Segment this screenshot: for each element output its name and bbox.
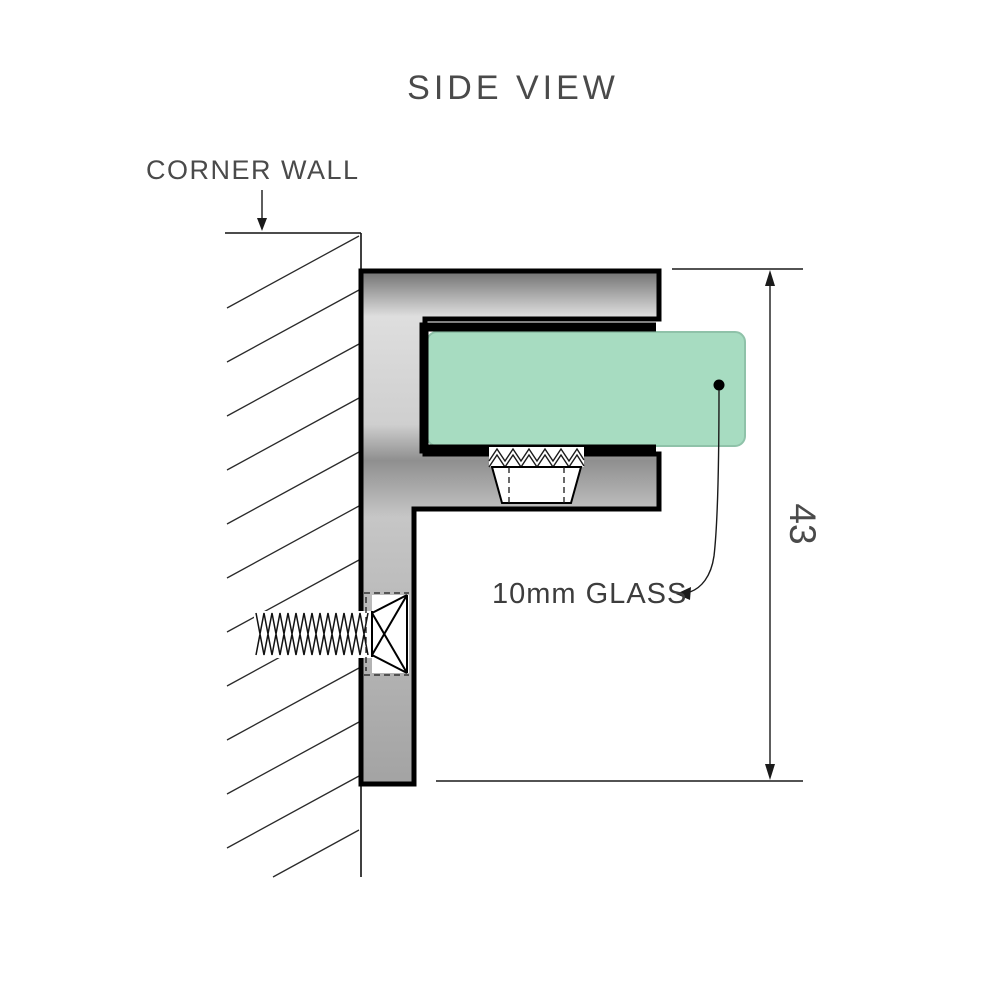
screw-threads <box>255 612 369 656</box>
screw-head <box>371 594 408 674</box>
glass-callout: 10mm GLASS <box>492 379 725 610</box>
corner-wall-arrowhead <box>257 218 267 231</box>
gasket-backdrop <box>489 447 584 467</box>
glass-panel <box>426 331 746 447</box>
page-title: SIDE VIEW <box>407 69 619 107</box>
mounting-screw <box>254 592 409 676</box>
dimension-arrow-top <box>765 270 775 286</box>
glass-leader-dot <box>713 379 725 391</box>
screw-head-backdrop <box>372 595 409 673</box>
corner-wall-label: CORNER WALL <box>146 155 360 185</box>
glass-leader-arrowhead <box>676 587 691 600</box>
glass-gasket <box>488 447 585 504</box>
gasket-cup <box>490 466 583 504</box>
dimension-arrow-bottom <box>765 764 775 780</box>
glass-leader-line <box>689 389 720 593</box>
wall-line <box>225 232 362 877</box>
bracket-profile <box>358 268 662 787</box>
glass-label: 10mm GLASS <box>492 578 687 610</box>
screw-hidden-lines <box>364 592 409 676</box>
wall-hatching <box>226 235 360 878</box>
dimension-43: 43 <box>436 268 823 782</box>
dimension-label: 43 <box>782 503 823 544</box>
gasket-wave-top <box>488 447 585 463</box>
gasket-hidden-lines <box>508 467 565 503</box>
